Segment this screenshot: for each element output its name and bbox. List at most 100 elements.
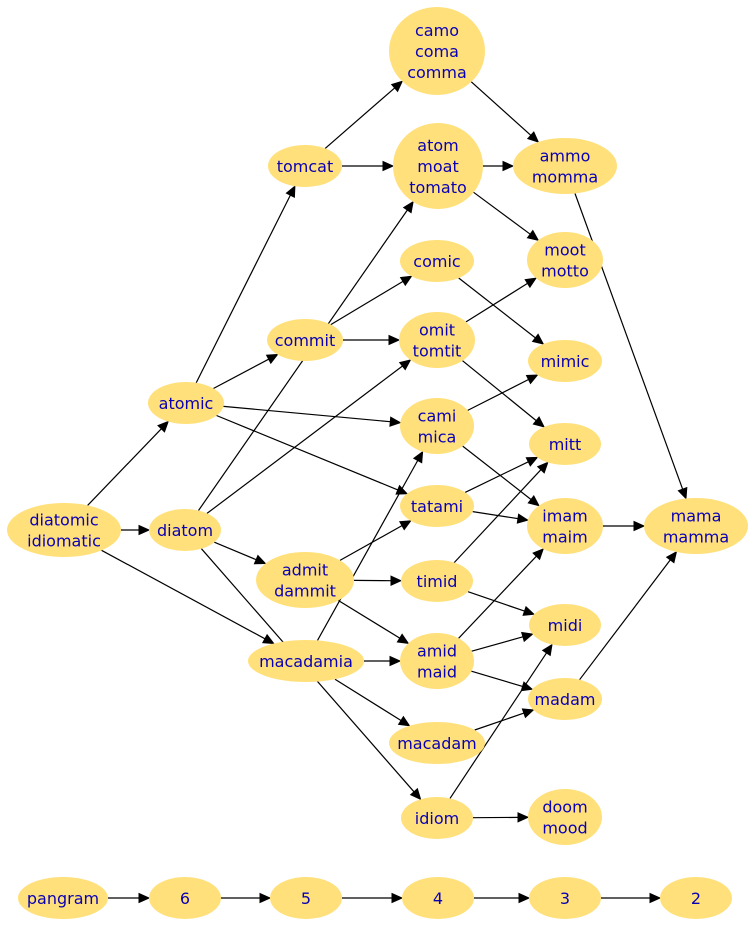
edge-macadamia-to-amid [364,655,402,667]
edge-line [334,678,402,722]
node-tomcat: tomcat [268,145,342,187]
arrowhead [138,524,151,536]
node-label: midi [548,616,583,635]
arrowhead [388,334,401,346]
node-label: tomato [409,178,467,197]
node-label: comma [407,63,467,82]
edge-line [462,445,532,500]
node-diatomic: diatomic idiomatic [7,503,121,557]
arrowhead [541,643,553,657]
edge-diatom-to-admit [214,541,267,565]
node-label: 2 [691,889,701,908]
node-label: diatomic [29,511,98,530]
arrowhead [390,80,404,93]
arrowhead [517,812,530,823]
node-label: mood [542,819,587,838]
edge-atom-to-moot [473,191,540,241]
node-three: 3 [529,877,601,919]
node-shape [529,423,601,465]
node-shape [148,382,224,424]
edge-imam-to-mama [603,520,646,532]
node-atomic: atomic [148,382,224,424]
node-shape [267,319,343,361]
node-shape [644,498,748,554]
node-layer: diatomic idiomatic atomic diatom tomcat commi… [7,7,748,919]
node-midi: midi [529,604,601,646]
arrowhead [382,160,395,172]
edge-line [467,591,525,612]
node-shape [393,123,483,209]
edge-line [467,378,529,411]
arrowhead [396,633,410,645]
edge-line [464,461,529,493]
arrowhead [157,420,170,433]
node-shape [400,633,474,689]
node-shape [400,240,474,282]
edge-diatomic-to-atomic [87,420,170,506]
edge-tatami-to-imam [472,511,530,524]
arrowhead [649,892,662,904]
node-label: idiomatic [27,532,101,551]
edge-line [316,460,419,641]
arrowhead [633,520,646,532]
edge-atom-to-ammo [483,160,515,172]
edge-amid-to-madam [471,670,534,692]
edge-line [462,360,537,422]
edge-three-to-two [601,892,662,904]
arrowhead [285,185,296,198]
arrowhead [521,708,535,719]
node-label: maid [417,663,457,682]
edge-madam-to-mama [579,550,678,681]
edge-layer [87,80,688,904]
node-shape [400,485,474,527]
arrowhead [516,513,530,524]
node-shape [389,7,485,95]
arrowhead [527,494,540,507]
node-label: ammo [540,147,591,166]
node-label: mama [671,507,722,526]
node-label: commit [275,331,335,350]
edge-line [213,358,269,390]
node-macadam: macadam [389,722,485,764]
node-label: pangram [27,889,99,908]
edge-tomcat-to-atom [342,160,395,172]
edge-line [214,541,257,561]
node-mimic: mimic [528,340,602,382]
node-diatom: diatom [149,509,221,551]
arrowhead [532,548,545,561]
edge-line [458,555,537,639]
arrowhead [531,333,545,345]
node-mitt: mitt [529,423,601,465]
node-label: admit [282,561,328,580]
arrowhead [398,520,412,531]
node-shape [660,877,732,919]
node-shape [268,145,342,187]
edge-five-to-four [342,892,404,904]
arrowhead [259,892,272,904]
edge-line [474,712,525,731]
node-label: 5 [301,889,311,908]
edge-diatom-to-omit [206,359,412,514]
arrowhead [391,892,404,904]
edge-amid-to-imam [458,548,545,639]
node-two: 2 [660,877,732,919]
node-tatami: tatami [400,485,474,527]
node-label: cami [418,407,457,426]
node-shape [401,797,473,839]
node-shape [149,509,221,551]
node-shape [528,678,602,720]
arrowhead [399,275,413,287]
node-timid: timid [401,560,473,602]
edge-cami-to-imam [462,445,540,507]
arrowhead [412,450,424,464]
node-label: comic [413,252,460,271]
node-idiom: idiom [401,797,473,839]
node-label: tomcat [277,157,334,176]
arrowhead [525,374,539,385]
node-label: 4 [433,889,443,908]
node-commit: commit [267,319,343,361]
node-label: tomtit [413,342,462,361]
arrowhead [520,681,534,692]
